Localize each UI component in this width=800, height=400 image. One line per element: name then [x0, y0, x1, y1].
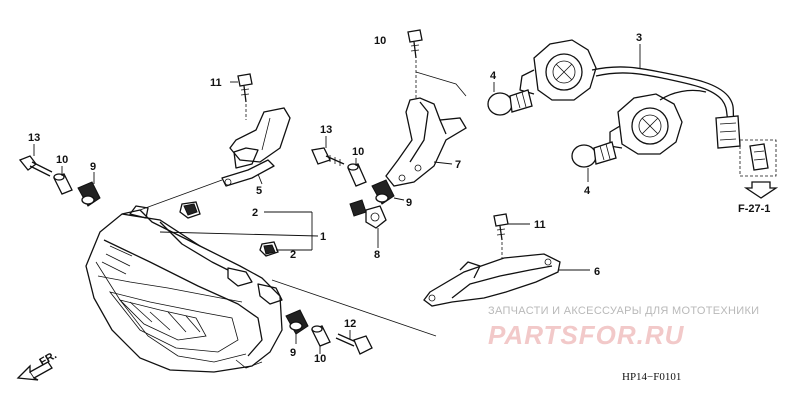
- bracket-6: [423, 253, 561, 307]
- callout-9-center: 9: [406, 197, 412, 209]
- callout-10-lower: 10: [314, 353, 326, 365]
- bolt-13-upper: [18, 155, 53, 177]
- callout-9-lower: 9: [290, 347, 296, 359]
- rubber-2-lower: [259, 241, 279, 257]
- grommet-9-center: [371, 179, 395, 205]
- reference-arrow: [743, 181, 779, 199]
- bolt-13-lower: [335, 333, 373, 355]
- bulb-4-upper: [487, 89, 533, 116]
- collar-10-lower: [311, 325, 331, 347]
- callout-10-upper: 10: [56, 154, 68, 166]
- callout-11-left: 11: [210, 77, 222, 89]
- callout-2-lower: 2: [290, 249, 296, 261]
- callout-11-right: 11: [534, 219, 546, 231]
- front-direction-arrow: [16, 361, 53, 381]
- watermark-tagline: ЗАПЧАСТИ И АКСЕССУАРЫ ДЛЯ МОТОТЕХНИКИ: [488, 305, 759, 317]
- bolt-12: [311, 147, 345, 166]
- grommet-9-lower: [285, 309, 309, 335]
- collar-10-center: [347, 163, 367, 187]
- bolt-11-left: [237, 73, 253, 103]
- callout-3: 3: [636, 32, 642, 44]
- callout-1: 1: [320, 231, 326, 243]
- socket-upper: [519, 39, 597, 101]
- bracket-5: [221, 107, 291, 187]
- callout-7: 7: [455, 159, 461, 171]
- rubber-2-upper: [179, 201, 201, 219]
- socket-lower: [609, 93, 683, 155]
- callout-10-center: 10: [352, 146, 364, 158]
- bulb-4-lower: [571, 141, 617, 168]
- callout-6: 6: [594, 266, 600, 278]
- bolt-11-right: [493, 213, 509, 241]
- callout-5: 5: [256, 185, 262, 197]
- bolt-11-top: [407, 29, 423, 59]
- callout-4-upper: 4: [490, 70, 497, 82]
- callout-12: 13: [320, 124, 332, 136]
- callout-8: 8: [374, 249, 380, 261]
- wire-harness-3: [591, 66, 741, 149]
- callout-9-upper: 9: [90, 161, 96, 173]
- callout-4-lower: 4: [584, 185, 591, 197]
- callout-13-upper: 13: [28, 132, 40, 144]
- grommet-9-upper: [77, 181, 101, 207]
- reference-connector: [739, 139, 777, 177]
- grommet-8: [349, 199, 387, 229]
- front-direction-label: FR.: [38, 349, 59, 368]
- collar-10-upper: [53, 173, 73, 195]
- bracket-7: [385, 71, 467, 187]
- diagram-code: HP14−F0101: [622, 371, 681, 383]
- callout-2-upper: 2: [252, 207, 258, 219]
- headlight-assembly: [85, 205, 283, 373]
- reference-label: F-27-1: [738, 203, 770, 215]
- callout-11-top: 10: [374, 35, 386, 47]
- callout-13-lower: 12: [344, 318, 356, 330]
- watermark-logo: PARTSFOR.RU: [488, 320, 685, 350]
